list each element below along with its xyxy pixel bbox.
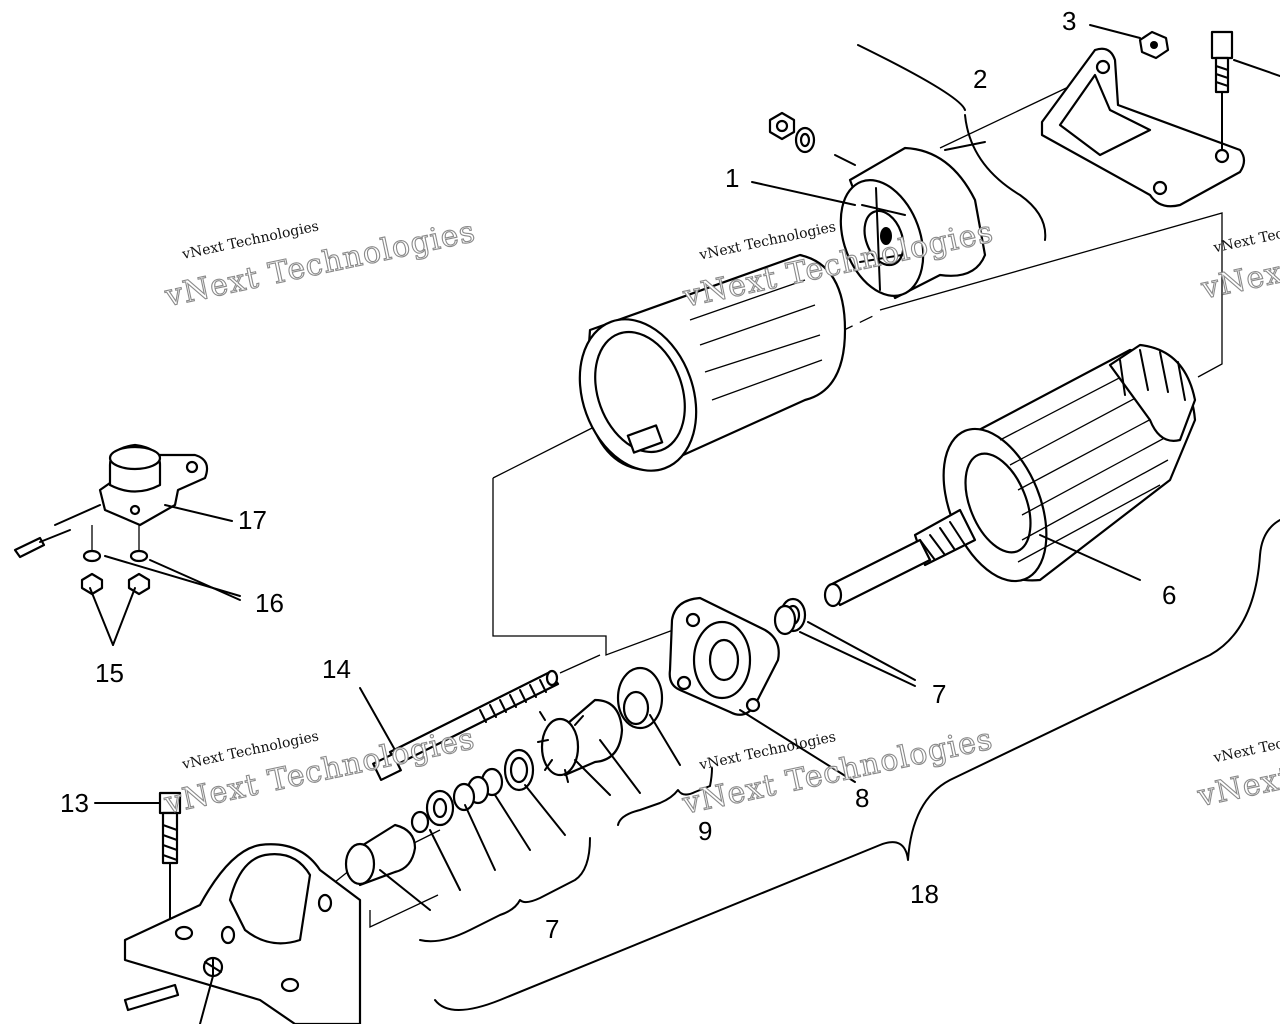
through-bolt (372, 669, 560, 782)
callout-6: 6 (1162, 580, 1176, 610)
svg-text:vNext Technologies: vNext Technologies (161, 214, 478, 314)
callout-16: 16 (255, 588, 284, 618)
callout-9: 9 (698, 816, 712, 846)
svg-text:vNext Technologies: vNext Technologies (1198, 206, 1280, 306)
callout-8: 8 (855, 783, 869, 813)
drive-end-plate (668, 596, 780, 716)
callout-18: 18 (910, 879, 939, 909)
watermark-top-left: vNext Technologies vNext Technologies (161, 214, 479, 315)
svg-text:vNext Technologies: vNext Technologies (1211, 722, 1280, 767)
bracket-bolt (1210, 30, 1280, 151)
mounting-bolt-13 (158, 791, 182, 921)
watermark-bottom-center: vNext Technologies vNext Technologies (678, 721, 996, 822)
mounting-bracket (1040, 30, 1246, 208)
callout-3: 3 (1062, 6, 1076, 36)
watermark-bottom-right: vNext Technologies vNext Technologies (1193, 714, 1280, 815)
watermark-top-right: vNext Technologies vNext Technologies (1197, 206, 1280, 307)
lower-mounting-bracket (123, 843, 362, 1024)
spring-and-washers (344, 767, 504, 887)
callout-14: 14 (322, 654, 351, 684)
end-cap-part (834, 141, 987, 300)
drive-gear-set (503, 666, 664, 792)
svg-text:vNext Technologies: vNext Technologies (679, 722, 996, 822)
callout-2: 2 (973, 64, 987, 94)
callout-7-lower: 7 (545, 914, 559, 944)
nut-washer-set (768, 111, 816, 154)
callout-leader-lines (89, 24, 1280, 1011)
callout-1: 1 (725, 163, 739, 193)
armature (823, 343, 1197, 608)
callout-labels: 1 2 3 6 7 7 8 9 13 14 15 16 17 18 (60, 6, 1176, 944)
callout-15: 15 (95, 658, 124, 688)
callout-13: 13 (60, 788, 89, 818)
thrust-washers-upper (773, 597, 807, 636)
solenoid-17 (13, 443, 209, 559)
callout-7-upper: 7 (932, 679, 946, 709)
callout-17: 17 (238, 505, 267, 535)
svg-text:vNext Technologies: vNext Technologies (1194, 714, 1280, 814)
starter-housing-yoke (578, 253, 847, 472)
